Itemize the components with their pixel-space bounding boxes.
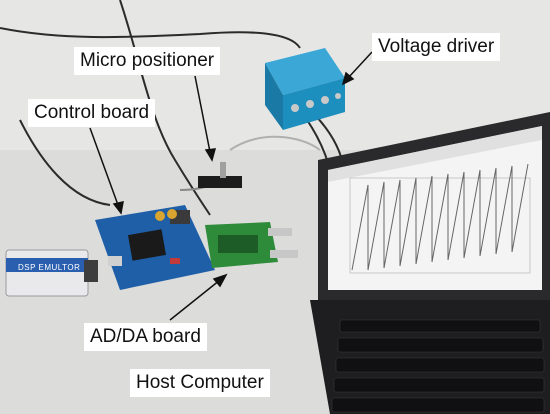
laptop-base [310,300,550,414]
voltage-driver-label: Voltage driver [372,33,501,61]
screen-toolbar [328,126,542,182]
plot-frame [349,177,531,274]
waveform [351,163,529,271]
arrow-control-board [89,127,119,206]
laptop-device [310,112,550,414]
arrow-voltage-driver [347,51,373,79]
voltage-driver-device [265,48,345,130]
arrowhead-control-board [112,201,124,215]
dsp-emulator-device [5,249,98,297]
emulator-label: DSP EMULTOR [18,263,81,272]
control-board-label: Control board [28,99,156,127]
left-cable [19,119,111,206]
control-board-device [95,205,215,290]
keyboard [331,319,545,413]
ad-da-board-label: AD/DA board [84,323,207,351]
grey-cable [229,135,321,151]
arrow-micro-positioner [194,75,211,153]
arrow-adda-board [169,279,221,321]
micro-positioner-label: Micro positioner [74,47,221,75]
host-computer-label: Host Computer [130,369,270,397]
arrowhead-adda-board [212,273,228,288]
power-cable [0,27,301,49]
arrows [89,51,373,321]
control-cable [119,0,211,216]
arrowhead-voltage-driver [341,71,355,86]
micro-positioner-device [198,162,242,188]
adda-board-device [205,222,298,268]
arrowhead-micro-positioner [204,148,217,162]
